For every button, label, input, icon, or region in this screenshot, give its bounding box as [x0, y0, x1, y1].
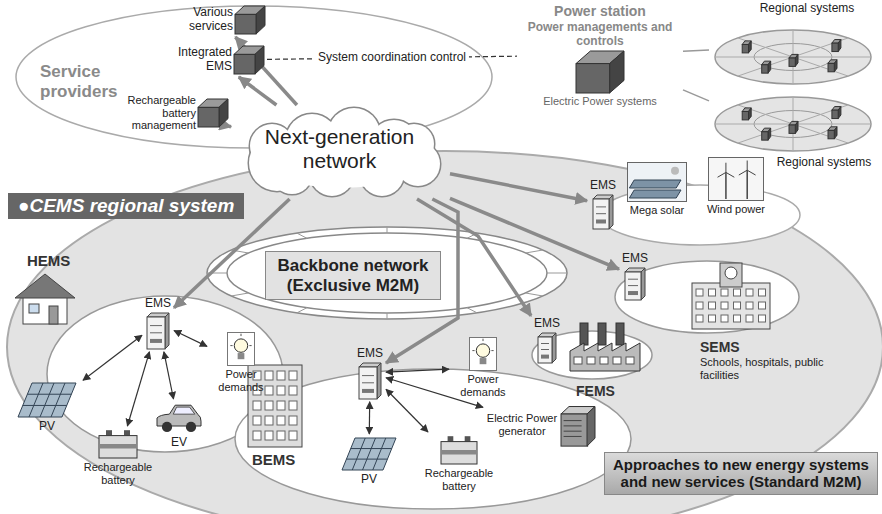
bulb-icon [227, 332, 255, 366]
node-label: PV [361, 473, 377, 487]
node-label: Electric Power generator [486, 412, 558, 437]
regional-system-outline [712, 2, 874, 90]
node-label: Rechargeable battery [78, 461, 158, 486]
node-label: Power demands [452, 373, 514, 398]
node-label: Wind power [707, 203, 765, 216]
cube-icon [234, 46, 264, 74]
node-label: SEMS [700, 339, 780, 355]
node-label: BEMS [252, 451, 312, 468]
node-label: Regional systems [752, 2, 862, 16]
mega-solar: Mega solar [622, 162, 692, 217]
node-label: Backbone network (Exclusive M2M) [265, 251, 441, 300]
cube-icon [235, 6, 265, 34]
panel-icon [341, 437, 397, 471]
backbone-network: Backbone network (Exclusive M2M) [205, 225, 570, 321]
wind-power: Wind power [700, 157, 772, 216]
regional-system: Regional systems [712, 2, 874, 90]
gen-icon [560, 403, 596, 447]
ems-unit: EMS [357, 347, 383, 399]
node-label: Rechargeable battery [420, 467, 498, 492]
ems-unit: EMS [622, 252, 648, 300]
node-label: Rechargeable battery management [116, 94, 196, 132]
node-label: Various services [175, 6, 233, 34]
approach-box: Approaches to new energy systems and new… [604, 452, 878, 495]
power-demand: Power demands [210, 332, 272, 393]
panel-icon [17, 382, 77, 418]
server-icon [359, 363, 381, 399]
pv-panel: PV [338, 437, 400, 487]
node-label: PV [39, 420, 55, 434]
connector [683, 90, 709, 101]
power-demand: Power demands [452, 337, 514, 398]
ems-unit: EMS [590, 179, 616, 229]
sems-region: SEMSSchools, hospitals, public facilitie… [612, 247, 852, 387]
node-label: Next-generation network [247, 125, 432, 173]
node-label: EMS [590, 179, 616, 193]
node-label: Power station [554, 3, 646, 19]
power-station: Power stationPower managements and contr… [520, 3, 680, 107]
service-server: Rechargeable battery management [116, 94, 228, 132]
node-label: Mega solar [630, 204, 684, 217]
power-generator: Electric Power generator [486, 403, 596, 447]
connector [683, 50, 709, 51]
node-label: Electric Power systems [543, 95, 657, 108]
cube-icon [576, 51, 624, 93]
ems-unit: EMS [534, 317, 560, 363]
wind-icon [708, 157, 764, 201]
server-icon [593, 195, 613, 229]
node-label: EMS [622, 252, 648, 266]
electric-vehicle: EV [152, 402, 206, 450]
node-label: Power demands [210, 368, 272, 393]
battery: Rechargeable battery [420, 435, 498, 492]
ems-unit: EMS [145, 297, 171, 349]
hems-region: HEMS EMS PV Rechargeable battery EV Power dem… [5, 252, 290, 507]
node-label: EMS [534, 317, 560, 331]
server-icon [147, 313, 169, 349]
cube-icon [198, 99, 228, 127]
bems-region: BEMS EMS Power demandsPV Rechargeable batte… [238, 327, 618, 511]
server-icon [625, 268, 645, 300]
node-label: Schools, hospitals, public facilities [700, 356, 850, 381]
node-label: HEMS [27, 252, 97, 269]
node-label: Regional systems [774, 156, 874, 170]
solar-icon [627, 162, 687, 202]
node-label: EV [171, 436, 187, 450]
battery-icon [440, 435, 478, 465]
node-label: FEMS [576, 383, 636, 399]
network-cloud: Next-generation network [232, 108, 447, 196]
battery: Rechargeable battery [78, 429, 158, 486]
server-icon [538, 333, 556, 363]
pv-panel: PV [14, 382, 80, 434]
bulb-icon [469, 337, 497, 371]
service-server: Various services [175, 6, 265, 34]
node-label: Approaches to new energy systems and new… [604, 452, 878, 495]
node-label: ●CEMS regional system [8, 193, 244, 219]
service-server: Integrated EMS [168, 46, 264, 74]
node-label: EMS [145, 297, 171, 311]
node-label: EMS [357, 347, 383, 361]
node-label: Power managements and controls [520, 21, 680, 49]
edge-label: System coordination control [315, 51, 469, 65]
node-label: Integrated EMS [168, 46, 232, 74]
battery-icon [98, 429, 138, 459]
car-icon [155, 402, 203, 434]
